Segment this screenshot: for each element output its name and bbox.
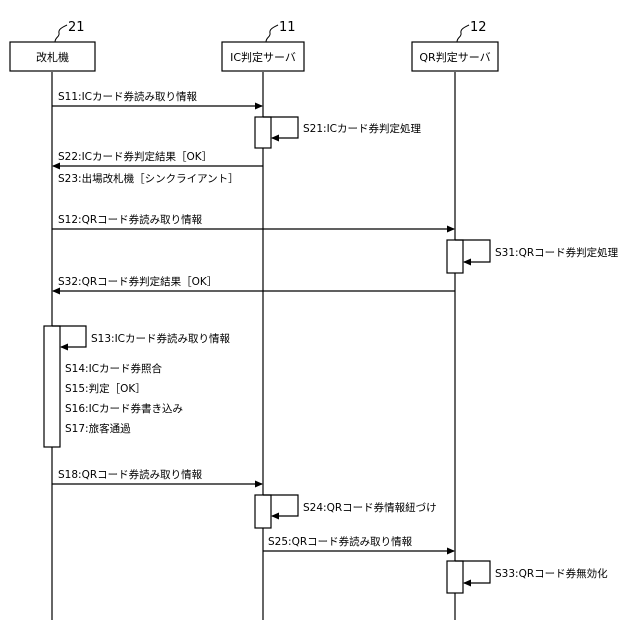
message-s18: S18:QRコード券読み取り情報 <box>52 468 262 484</box>
participant-qr-server-label: QR判定サーバ <box>419 50 490 64</box>
message-s33: S33:QRコード券無効化 <box>455 561 608 583</box>
ref-marker-qr-server: 12 <box>457 20 487 42</box>
message-s25-label: S25:QRコード券読み取り情報 <box>268 535 413 548</box>
note-s16: S16:ICカード券書き込み <box>65 402 183 415</box>
note-s17: S17:旅客通過 <box>65 422 131 435</box>
ref-numeral-qr-server: 12 <box>470 20 487 35</box>
participant-qr-server: QR判定サーバ <box>412 42 498 71</box>
message-s24: S24:QRコード券情報紐づけ <box>263 495 437 516</box>
message-s12: S12:QRコード券読み取り情報 <box>52 213 454 229</box>
message-s22-label: S22:ICカード券判定結果［OK］ <box>58 150 212 163</box>
participant-gate: 改札機 <box>10 42 95 71</box>
message-s22: S22:ICカード券判定結果［OK］ <box>53 150 263 166</box>
activation-gate-s13 <box>44 326 60 447</box>
message-s21: S21:ICカード券判定処理 <box>263 117 421 138</box>
message-s18-label: S18:QRコード券読み取り情報 <box>58 468 203 481</box>
message-s33-label: S33:QRコード券無効化 <box>495 567 608 580</box>
activation-qr-s33 <box>447 561 463 593</box>
ref-marker-ic-server: 11 <box>266 20 296 42</box>
message-s24-label: S24:QRコード券情報紐づけ <box>303 501 437 514</box>
message-s31-label: S31:QRコード券判定処理 <box>495 246 619 259</box>
participant-ic-server-label: IC判定サーバ <box>230 50 296 64</box>
message-s32: S32:QRコード券判定結果［OK］ <box>53 275 455 291</box>
message-s31: S31:QRコード券判定処理 <box>455 240 619 262</box>
message-s25: S25:QRコード券読み取り情報 <box>263 535 454 551</box>
note-s15: S15:判定［OK］ <box>65 382 146 395</box>
activation-ic-s21 <box>255 117 271 148</box>
message-s11-label: S11:ICカード券読み取り情報 <box>58 90 197 103</box>
message-s13: S13:ICカード券読み取り情報 <box>52 326 230 347</box>
ref-marker-gate: 21 <box>55 20 85 42</box>
activation-ic-s24 <box>255 495 271 528</box>
participant-ic-server: IC判定サーバ <box>222 42 304 71</box>
message-s21-label: S21:ICカード券判定処理 <box>303 122 421 135</box>
message-s11: S11:ICカード券読み取り情報 <box>52 90 262 106</box>
message-s12-label: S12:QRコード券読み取り情報 <box>58 213 203 226</box>
ref-numeral-gate: 21 <box>68 20 85 35</box>
message-s32-label: S32:QRコード券判定結果［OK］ <box>58 275 217 288</box>
note-s14: S14:ICカード券照合 <box>65 362 162 375</box>
participant-gate-label: 改札機 <box>36 50 69 64</box>
message-s13-label: S13:ICカード券読み取り情報 <box>91 332 230 345</box>
activation-qr-s31 <box>447 240 463 273</box>
ref-numeral-ic-server: 11 <box>279 20 296 35</box>
note-s23: S23:出場改札機［シンクライアント］ <box>58 172 239 185</box>
